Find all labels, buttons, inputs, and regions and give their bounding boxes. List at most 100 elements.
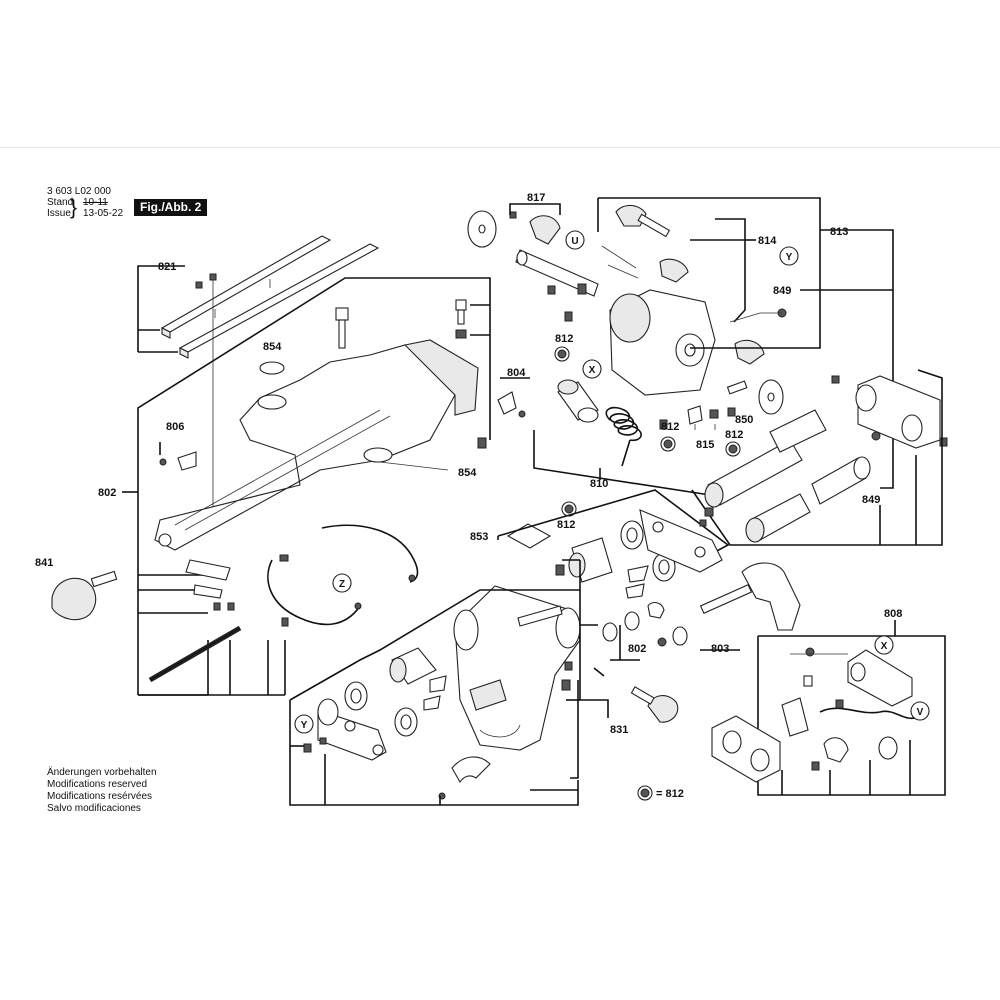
sym-812a-ring (554, 346, 570, 362)
ref-circle-x2 (874, 635, 894, 655)
label-817: 817 (527, 192, 545, 204)
bracket-808-legs (781, 740, 911, 795)
doc-number: 3 603 L02 000 (47, 186, 111, 197)
ref-circle-u (565, 230, 585, 250)
ref-x1: X (589, 365, 596, 376)
label-812-d: 812 (557, 519, 575, 531)
top-rule (0, 147, 1000, 148)
frame-802 (122, 277, 491, 696)
legend-812: = 812 (637, 785, 684, 801)
bracket-804 (497, 377, 530, 418)
sleeve-and-spring (557, 379, 642, 467)
sym-812c-ring (725, 441, 741, 457)
bracket-802b (289, 559, 640, 701)
bracket-lower (289, 700, 579, 806)
label-849-right: 849 (862, 494, 880, 506)
lower-screws (303, 661, 605, 800)
bracket-817 (509, 203, 561, 215)
stand-label: Stand (47, 197, 74, 208)
label-850: 850 (735, 414, 753, 426)
parts-850-815 (687, 380, 748, 430)
label-810: 810 (590, 478, 608, 490)
callout-bracket-821 (137, 265, 185, 353)
shaft-nut (577, 283, 587, 295)
doc-header: 3 603 L02 000 Stand Issue (47, 186, 111, 219)
screw-812a (564, 311, 573, 322)
label-804: 804 (507, 367, 526, 379)
ref-circle-v (910, 701, 930, 721)
bracket-810 (533, 430, 711, 496)
ref-circle-x1 (582, 359, 602, 379)
lower-bushings (317, 647, 447, 761)
ref-circle-y2 (294, 714, 314, 734)
legend-text: = 812 (656, 788, 684, 800)
bracket-814 (690, 218, 756, 323)
figure-label: Fig./Abb. 2 (134, 199, 208, 216)
knob-831 (630, 686, 679, 723)
ring-z (267, 524, 419, 626)
knob-814 (601, 204, 765, 365)
shaft-screw (547, 285, 556, 295)
label-854-a: 854 (263, 341, 282, 353)
circled-refs: U Y X Z X V Y (294, 230, 930, 734)
legend-symbol-ring (637, 785, 653, 801)
arm-housing (453, 585, 581, 751)
ref-circle-y1 (779, 246, 799, 266)
note-de: Änderungen vorbehalten (47, 767, 157, 778)
sym-812a (557, 349, 567, 359)
sliding-parts (555, 507, 723, 583)
label-806: 806 (166, 421, 184, 433)
rod (148, 625, 242, 683)
disc-849-top (729, 308, 787, 415)
pivot-block (609, 289, 716, 396)
note-en: Modifications reserved (47, 779, 148, 790)
bracket-831 (570, 680, 609, 779)
notes-block: Änderungen vorbehalten Modifications res… (47, 767, 157, 815)
tubes (704, 409, 871, 543)
switch-parts (781, 647, 921, 771)
label-803: 803 (711, 643, 729, 655)
ref-z: Z (339, 579, 345, 590)
brace-glyph: } (70, 196, 78, 219)
ref-y2: Y (301, 720, 308, 731)
leader-854b (379, 461, 449, 471)
label-812-c: 812 (725, 429, 743, 441)
note-es: Salvo modificaciones (47, 803, 141, 814)
bolt-854 (335, 299, 487, 449)
note-fr: Modifications resérvées (47, 791, 153, 802)
label-808: 808 (884, 608, 902, 620)
clamp-parts (602, 565, 688, 647)
ref-u: U (571, 236, 578, 247)
plate-and-screws (185, 554, 289, 627)
sym-812d-ring (561, 501, 577, 517)
sym-812c (728, 444, 738, 454)
label-802-b: 802 (628, 643, 646, 655)
label-853: 853 (470, 531, 488, 543)
label-812-a: 812 (555, 333, 573, 345)
sym-812b (663, 439, 673, 449)
sym-812b-ring (660, 436, 676, 452)
label-854-b: 854 (458, 467, 477, 479)
issue-label: Issue (47, 208, 71, 219)
clip-806 (159, 442, 197, 471)
handle-803 (699, 562, 801, 631)
label-841: 841 (35, 557, 53, 569)
knob-841 (51, 570, 118, 621)
switch-cover (711, 715, 781, 783)
label-813: 813 (830, 226, 848, 238)
callout-labels: 817 813 814 849 812 850 815 812 812 810 … (35, 192, 902, 736)
legend-symbol (640, 788, 650, 798)
ref-circle-z (332, 573, 352, 593)
label-849-top: 849 (773, 285, 791, 297)
label-815: 815 (696, 439, 714, 451)
stand-value: 10-11 (83, 197, 108, 208)
guide-rails (160, 235, 380, 359)
label-802: 802 (98, 487, 116, 499)
washer-817 (467, 210, 561, 248)
base-arm (154, 339, 479, 551)
label-814: 814 (758, 235, 777, 247)
label-821: 821 (158, 261, 176, 273)
ref-x2: X (881, 641, 888, 652)
disc-854 (259, 361, 285, 375)
